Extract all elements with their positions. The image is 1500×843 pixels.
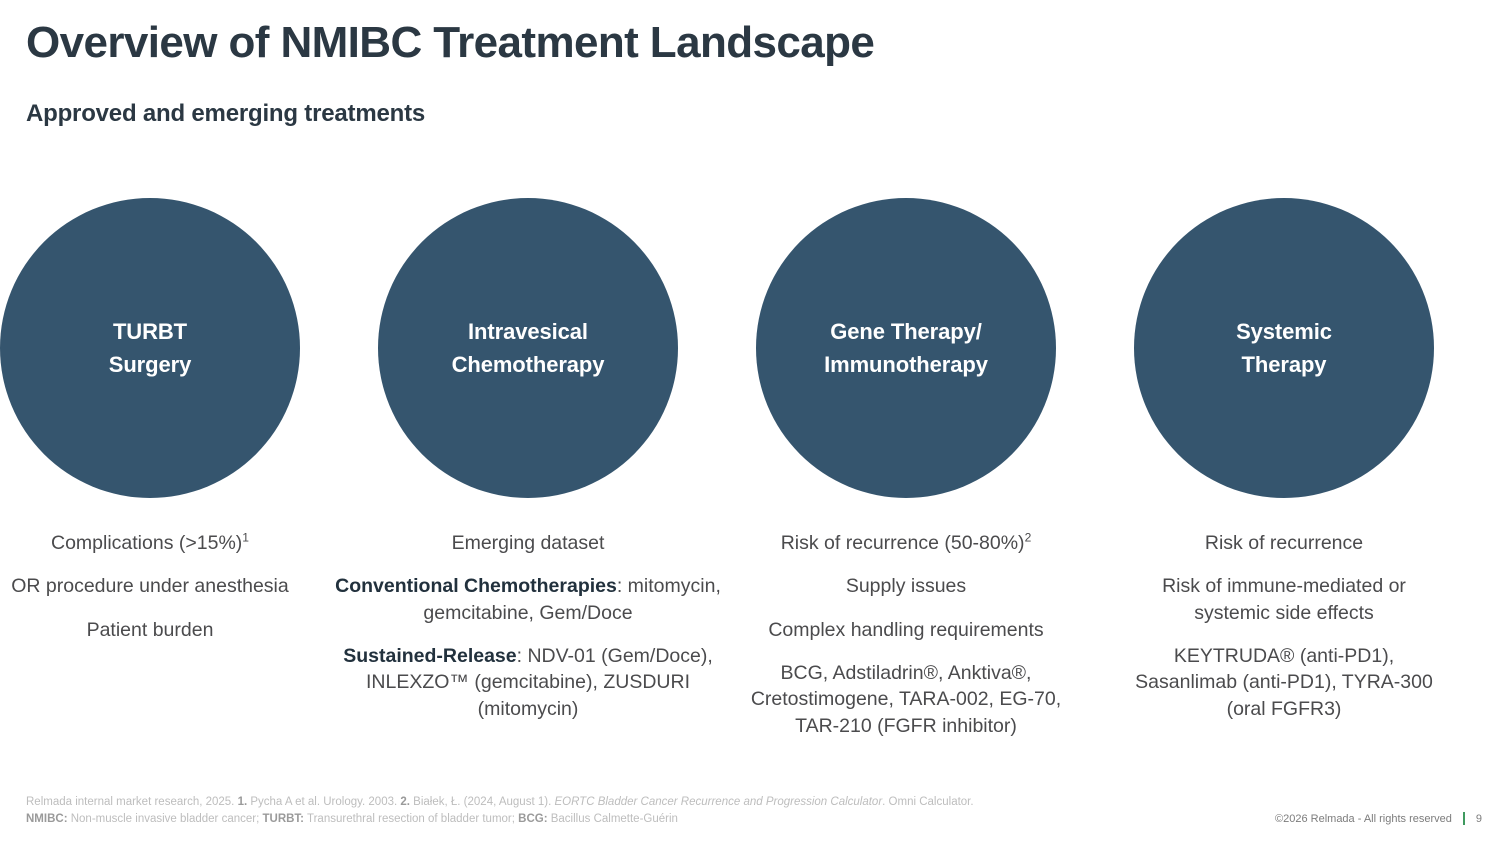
column-gene-therapy-immunotherapy: Gene Therapy/ Immunotherapy Risk of recu… [751,198,1061,739]
page-number: 9 [1475,812,1482,825]
footnote-references: Relmada internal market research, 2025. … [26,796,974,808]
bubble-label-systemic-therapy: Systemic Therapy [1236,319,1332,377]
bubble-gene-therapy-immunotherapy[interactable]: Gene Therapy/ Immunotherapy [756,198,1056,498]
column-gap-3 [1056,198,1134,739]
bubble-turbt-surgery[interactable]: TURBT Surgery [0,198,300,498]
copyright-text: ©2026 Relmada - All rights reserved [1275,812,1452,825]
bubble-label-intravesical-chemotherapy: Intravesical Chemotherapy [451,319,605,377]
footnote-abbreviations: NMIBC: Non-muscle invasive bladder cance… [26,812,678,825]
bubble-systemic-therapy[interactable]: Systemic Therapy [1134,198,1434,498]
bubble-intravesical-chemotherapy[interactable]: Intravesical Chemotherapy [378,198,678,498]
footnotes: Relmada internal market research, 2025. … [26,794,1206,827]
column-intravesical-chemotherapy: Intravesical Chemotherapy Emerging datas… [335,198,721,739]
footer-copyright-block: ©2026 Relmada - All rights reserved 9 [1275,812,1482,825]
bubble-label-gene-therapy-immunotherapy: Gene Therapy/ Immunotherapy [824,319,988,377]
bubble-label-turbt-surgery: TURBT Surgery [108,319,192,377]
page-title: Overview of NMIBC Treatment Landscape [26,18,875,67]
page-subtitle: Approved and emerging treatments [26,100,426,127]
footer-divider [1462,812,1465,825]
